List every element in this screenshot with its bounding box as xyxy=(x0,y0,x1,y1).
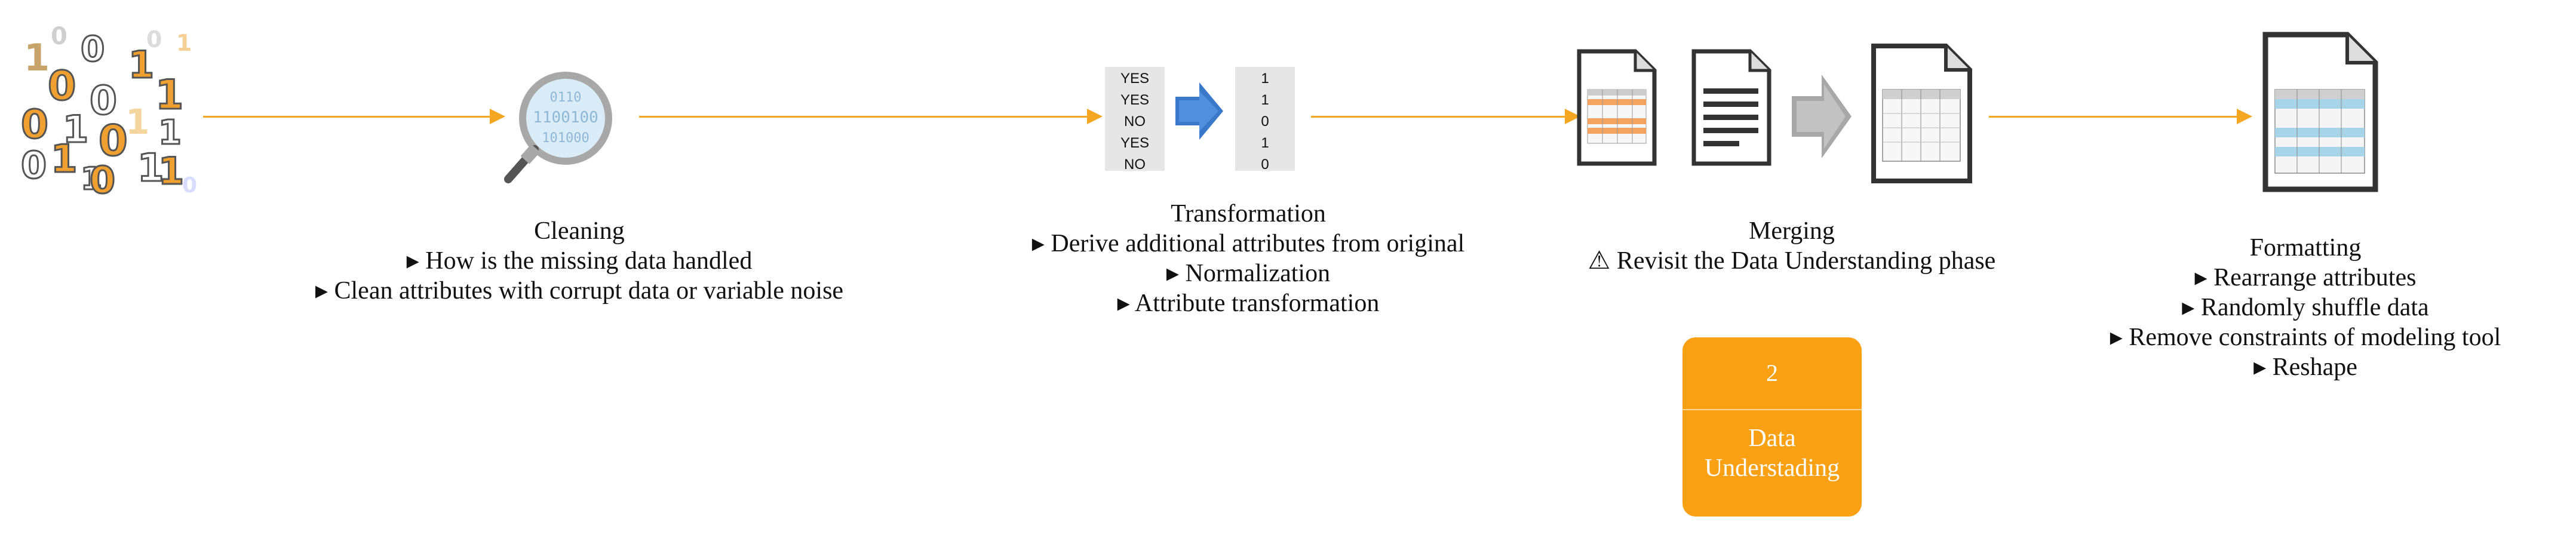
binary-digit: 1 xyxy=(125,102,150,142)
step-title: Cleaning xyxy=(534,217,625,245)
step-bullet: ▸ Derive additional attributes from orig… xyxy=(1031,230,1465,257)
binary-digit: 1 xyxy=(24,36,50,79)
yes-no-value: YES xyxy=(1120,70,1150,87)
step-title: Merging xyxy=(1749,217,1835,245)
step-bullet: ▸ Rearrange attributes xyxy=(2194,264,2417,291)
binary-digit: 1 xyxy=(50,137,79,183)
yes-no-value: YES xyxy=(1120,135,1150,151)
binary-digit: 0 xyxy=(89,77,118,125)
binary-digit: 0 xyxy=(20,101,50,149)
badge-label: Data Understading xyxy=(1682,410,1862,483)
magnifier-bits: 1100100 xyxy=(533,109,598,127)
binary-digit: 0 xyxy=(51,23,67,50)
step-bullet: ▸ Normalization xyxy=(1166,260,1331,287)
step-bullet: ▸ Reshape xyxy=(2253,354,2357,381)
badge-label-line: Data xyxy=(1748,425,1796,452)
step-bullet: ▸ Remove constraints of modeling tool xyxy=(2110,324,2501,351)
binary-digit: 1 xyxy=(62,107,89,152)
merged-spreadsheet-icon xyxy=(1869,42,1974,185)
binary-digit: 1 xyxy=(154,71,184,120)
step-title: Formatting xyxy=(2249,234,2362,262)
step-cleaning: Cleaning ▸ How is the missing data handl… xyxy=(281,216,878,306)
yes-no-column: YES YES NO YES NO xyxy=(1105,67,1165,173)
badge-label-line: Understading xyxy=(1704,454,1840,482)
blue-arrow-icon xyxy=(1175,82,1223,140)
numeric-value: 0 xyxy=(1261,156,1269,173)
yes-no-value: YES xyxy=(1120,92,1150,108)
binary-digit: 0 xyxy=(88,158,116,203)
binary-digit: 1 xyxy=(79,161,103,198)
numeric-value: 1 xyxy=(1261,135,1269,151)
binary-digit: 1 xyxy=(176,30,192,56)
step-formatting: Formatting ▸ Rearrange attributes ▸ Rand… xyxy=(2043,233,2568,382)
step-bullet: ▸ How is the missing data handled xyxy=(406,247,753,275)
step-transformation: Transformation ▸ Derive additional attri… xyxy=(950,199,1547,318)
binary-digit: 0 xyxy=(20,143,47,188)
step-title: Transformation xyxy=(1171,200,1326,228)
binary-digit: 1 xyxy=(127,42,155,88)
yes-no-value: NO xyxy=(1124,113,1146,130)
step-bullet: ▸ Randomly shuffle data xyxy=(2182,294,2429,321)
magnifier-icon: 0110 1100100 101000 xyxy=(499,66,618,191)
spreadsheet-document-icon xyxy=(1576,48,1658,167)
numeric-column: 1 1 0 1 0 xyxy=(1235,67,1295,173)
step-merging: Merging ⚠ Revisit the Data Understanding… xyxy=(1493,216,2090,276)
magnifier-bits: 101000 xyxy=(542,131,589,146)
data-understanding-badge[interactable]: 2 Data Understading xyxy=(1682,337,1862,517)
step-bullet: ▸ Attribute transformation xyxy=(1117,290,1380,317)
binary-digit: 0 xyxy=(182,173,198,198)
binary-digit: 1 xyxy=(157,149,185,194)
binary-digit: 1 xyxy=(158,113,183,153)
numeric-value: 1 xyxy=(1261,92,1269,108)
badge-number: 2 xyxy=(1682,337,1862,410)
gray-arrow-icon xyxy=(1792,75,1852,158)
binary-digit: 0 xyxy=(79,28,105,70)
step-bullet: ▸ Clean attributes with corrupt data or … xyxy=(315,277,844,305)
binary-digit: 1 xyxy=(137,146,165,192)
binary-digit: 0 xyxy=(146,26,162,53)
formatted-spreadsheet-icon xyxy=(2261,30,2380,194)
numeric-value: 0 xyxy=(1261,113,1269,130)
magnifier-bits: 0110 xyxy=(550,90,582,105)
yes-no-value: NO xyxy=(1124,156,1146,173)
numeric-value: 1 xyxy=(1261,70,1269,87)
binary-digit: 0 xyxy=(47,62,76,111)
binary-digit: 0 xyxy=(98,116,129,167)
binary-data-icon: 1 0 0 1 0 1 0 0 1 0 1 1 0 1 0 1 1 0 1 1 … xyxy=(12,18,197,221)
text-document-icon xyxy=(1690,48,1773,167)
warning-bullet: ⚠ Revisit the Data Understanding phase xyxy=(1588,247,1996,275)
